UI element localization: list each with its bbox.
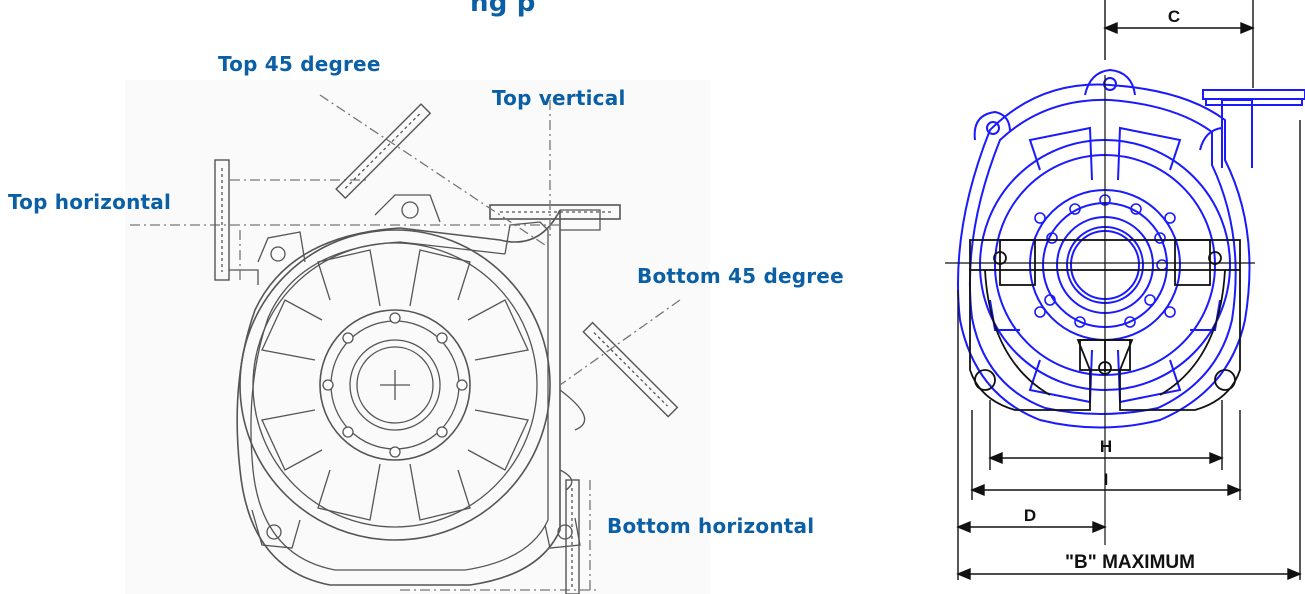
dim-label-c: C xyxy=(1168,7,1180,26)
label-top-45-degree: Top 45 degree xyxy=(218,52,381,76)
dim-label-b-maximum: "B" MAXIMUM xyxy=(1065,552,1195,573)
dim-label-d: D xyxy=(1024,506,1036,525)
label-bottom-horizontal: Bottom horizontal xyxy=(607,514,815,538)
label-top-horizontal: Top horizontal xyxy=(8,190,172,214)
label-bottom-45-degree: Bottom 45 degree xyxy=(637,264,844,288)
dim-label-h: H xyxy=(1100,437,1112,456)
label-top-vertical: Top vertical xyxy=(492,86,626,110)
header-fragment: ng p xyxy=(470,0,536,18)
dim-label-i: I xyxy=(1104,470,1109,489)
